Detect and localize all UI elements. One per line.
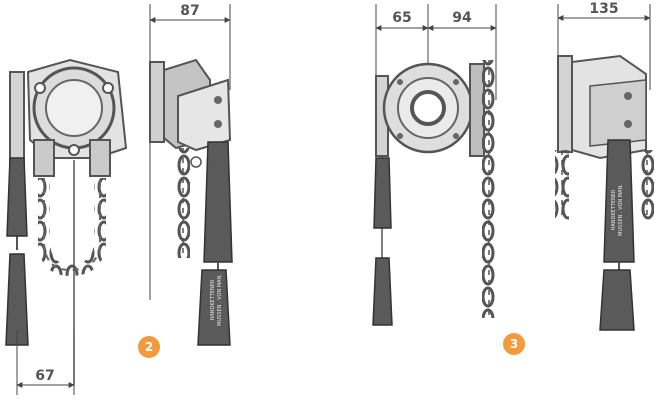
hand-chain (482, 60, 496, 318)
bolt-hole (34, 82, 46, 94)
dimension-label-65: 65 (392, 10, 411, 26)
rivet (214, 96, 222, 104)
figure-marker-2: 2 (138, 336, 160, 358)
gear-cover (589, 79, 647, 147)
figure-marker-3: 3 (503, 333, 525, 355)
pull-handle-lower (5, 253, 29, 346)
chain-guide-right (89, 139, 111, 177)
rivet (624, 92, 632, 100)
pull-handle-lower (372, 257, 393, 326)
gear-wheel-inner (45, 79, 103, 137)
rivet (397, 79, 403, 85)
pull-handle-lower (599, 269, 635, 331)
chain-bracket (469, 63, 485, 157)
dimension-label-94: 94 (452, 10, 472, 26)
bolt-hole (102, 82, 114, 94)
rivet (214, 120, 222, 128)
pivot-hole (190, 156, 202, 168)
dimension-label-67: 67 (35, 368, 54, 384)
chain-guide-left (33, 139, 55, 177)
dimension-label-87: 87 (180, 3, 199, 19)
handle-printed-text: HANDKETTENER (210, 279, 216, 320)
pull-handle-upper (6, 157, 28, 237)
handle-printed-text: MUSSEN . VON MAN. (217, 274, 223, 326)
drive-side-view-wide: 135 HANDKETTENER MUSSEN . VON MAN. (555, 1, 654, 331)
pull-handle-upper (373, 157, 392, 229)
pull-handle-lower (197, 269, 231, 346)
handle-printed-text: HANDKETTENER (611, 189, 617, 230)
bolt-hole (68, 144, 80, 156)
hand-chain-links (43, 178, 101, 272)
mounting-plate (149, 61, 165, 143)
drive-front-view-round: 65 94 (372, 4, 497, 326)
drive-shaft-bore (410, 90, 446, 126)
pull-handle-upper (203, 141, 233, 263)
rivet (453, 79, 459, 85)
hand-chain-loop (38, 178, 106, 277)
pull-handle-upper (603, 139, 635, 263)
dimension-label-135: 135 (589, 1, 618, 17)
mounting-plate (557, 55, 573, 153)
drive-front-view-with-chain-loop: 67 (5, 58, 128, 395)
drive-side-view: 87 HANDKETTENER MUSSEN . VON MAN. (149, 3, 233, 346)
handle-printed-text: MUSSEN . VON MAN. (618, 184, 624, 236)
rivet (624, 120, 632, 128)
rivet (453, 133, 459, 139)
rivet (397, 133, 403, 139)
